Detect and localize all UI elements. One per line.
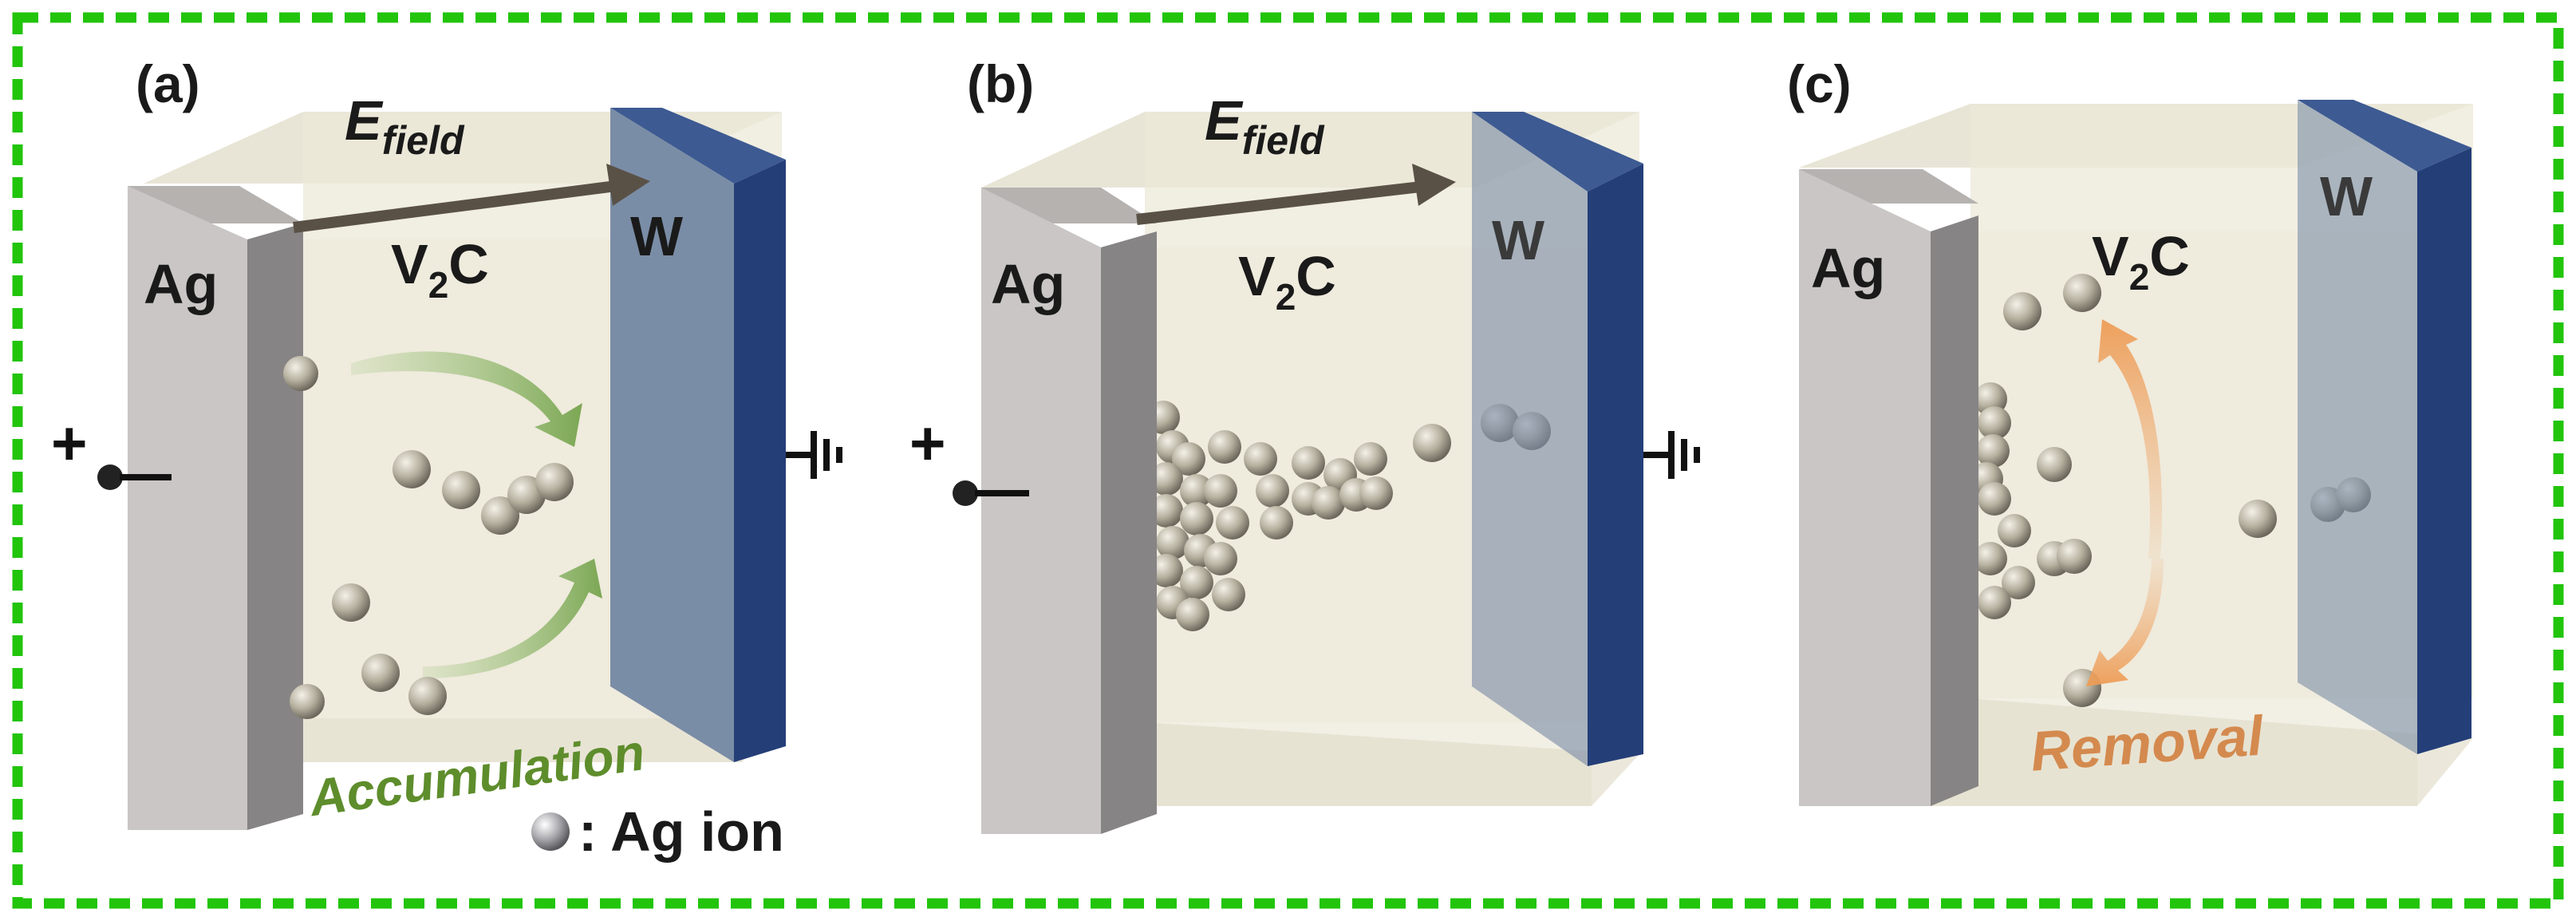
ag-electrode-label: Ag [144, 253, 218, 315]
field-arrow-head [1412, 164, 1456, 206]
w-electrode-label: W [630, 205, 683, 267]
v2c-front-face [1101, 247, 1592, 806]
ag-electrode-label: Ag [991, 253, 1065, 315]
field-label: Efield [1205, 89, 1325, 163]
w-side-face [734, 160, 786, 762]
bias-sign: + [909, 408, 946, 478]
w-side-face [1588, 164, 1643, 766]
ag-side-face [1931, 215, 1978, 806]
field-label: Efield [345, 89, 465, 163]
field-arrow [1136, 180, 1429, 225]
w-front-face [610, 108, 734, 762]
v2c-bottom-face [247, 718, 782, 762]
ground-icon [786, 431, 842, 479]
bias-terminal-icon [97, 464, 123, 490]
ag-electrode-label: Ag [1811, 237, 1885, 299]
w-front-face [1472, 112, 1588, 766]
w-side-face [2417, 148, 2471, 754]
v2c-layer-label: V2C [1238, 245, 1336, 318]
v2c-layer-label: V2C [2092, 225, 2190, 298]
w-electrode-label: W [1492, 209, 1544, 271]
ag-side-face [1101, 231, 1157, 834]
w-electrode-label: W [2320, 165, 2373, 227]
bias-terminal-icon [953, 480, 978, 506]
orange-arrow-down [2086, 559, 2164, 686]
legend-label: : Ag ion [578, 800, 784, 863]
panel-b: + (b) Efield Ag V2C W [909, 54, 1700, 834]
v2c-layer-label: V2C [391, 233, 489, 306]
green-arrow-lower [423, 559, 602, 678]
panel-label: (c) [1787, 54, 1852, 113]
ag-front-face [128, 186, 247, 830]
field-arrow [293, 180, 623, 233]
legend: : Ag ion [531, 800, 784, 863]
v2c-front-face [1931, 231, 2417, 806]
ag-ions [283, 356, 574, 719]
orange-arrow-up [2098, 319, 2163, 559]
w-top-face [610, 108, 786, 184]
panel-label: (a) [136, 54, 200, 113]
ag-side-face [247, 223, 303, 830]
green-arrow-upper [351, 351, 582, 447]
ag-top-face [128, 186, 303, 223]
w-top-face [2298, 100, 2471, 172]
ag-ions [1146, 401, 1551, 631]
bias-sign: + [51, 408, 88, 478]
panel-a: + (a) Efield Ag V2C W Accumulation [51, 54, 842, 830]
ag-front-face [981, 188, 1101, 834]
dashed-frame [12, 12, 2564, 909]
field-arrow-head [606, 164, 650, 206]
panel-c: (c) Ag V2C W Removal [1787, 54, 2473, 806]
w-top-face [1472, 112, 1643, 192]
v2c-bottom-face [1101, 722, 1639, 806]
ag-ion-icon [531, 812, 570, 851]
panel-label: (b) [967, 54, 1034, 113]
ag-front-face [1799, 169, 1931, 806]
w-front-face [2298, 100, 2417, 754]
ground-icon [1643, 431, 1700, 479]
v2c-bottom-face [1931, 698, 2473, 806]
